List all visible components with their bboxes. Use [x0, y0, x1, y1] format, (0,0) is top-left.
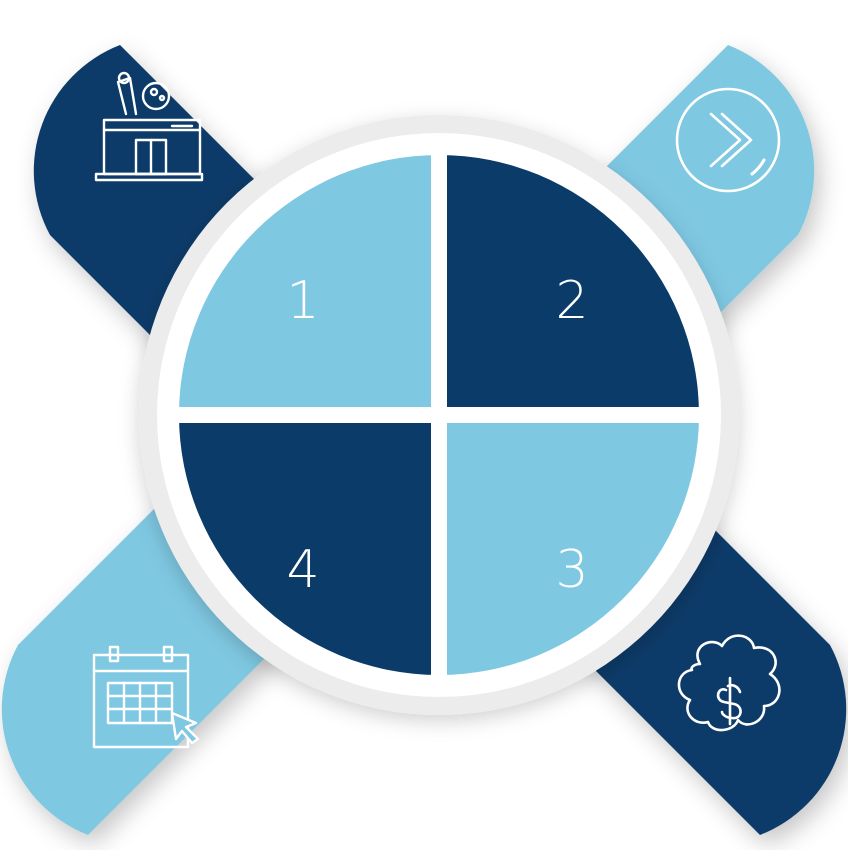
- stand-up-comedy-icon: [94, 71, 204, 182]
- segment-2-number: 2: [555, 271, 588, 331]
- money-brain-icon: [677, 634, 781, 732]
- segments: [179, 155, 699, 675]
- segment-2[interactable]: [439, 155, 699, 415]
- segment-4[interactable]: [179, 415, 439, 675]
- segment-1[interactable]: [179, 155, 439, 415]
- horizontal-divider: [174, 407, 704, 423]
- segment-1-number: 1: [286, 271, 319, 331]
- segment-3[interactable]: [439, 415, 699, 675]
- segment-4-number: 4: [286, 540, 319, 600]
- calendar-click-icon: [92, 645, 200, 749]
- segment-3-number: 3: [555, 540, 588, 600]
- forward-chevron-icon: [675, 87, 781, 193]
